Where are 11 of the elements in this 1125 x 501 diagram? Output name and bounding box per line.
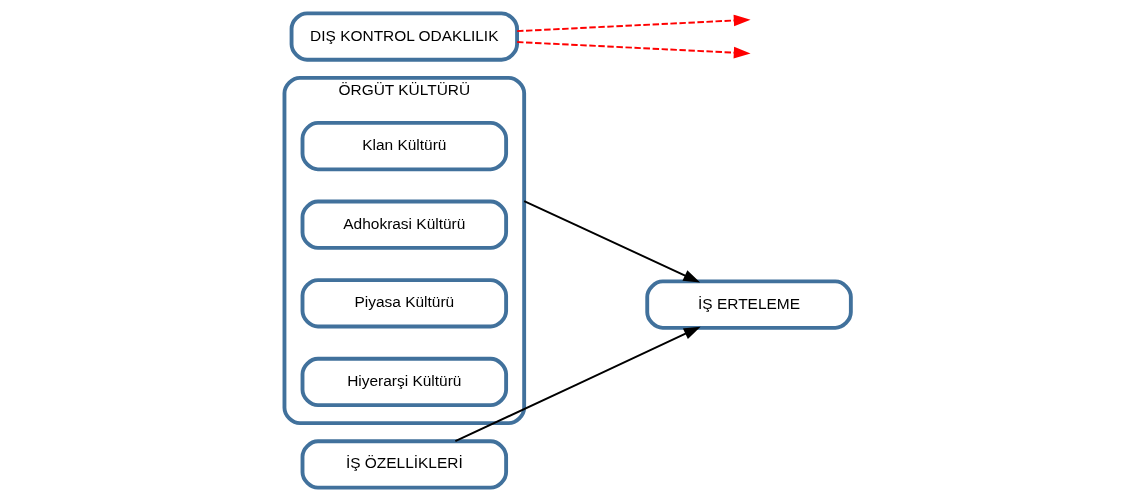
node-box: Klan Kültürü: [300, 121, 509, 172]
node-box: Adhokrasi Kültürü: [300, 199, 509, 250]
node-box: İŞ ÖZELLİKLERİ: [300, 439, 509, 490]
arrow: [523, 200, 701, 283]
node-box: Hiyerarşi Kültürü: [300, 356, 509, 408]
node-box: DIŞ KONTROL ODAKLILIK: [289, 11, 519, 62]
arrow: [516, 41, 751, 59]
node-box: İŞ ERTELEME: [645, 279, 853, 330]
arrow: [516, 14, 751, 33]
arrow: [454, 326, 701, 443]
node-box: Piyasa Kültürü: [300, 278, 509, 329]
